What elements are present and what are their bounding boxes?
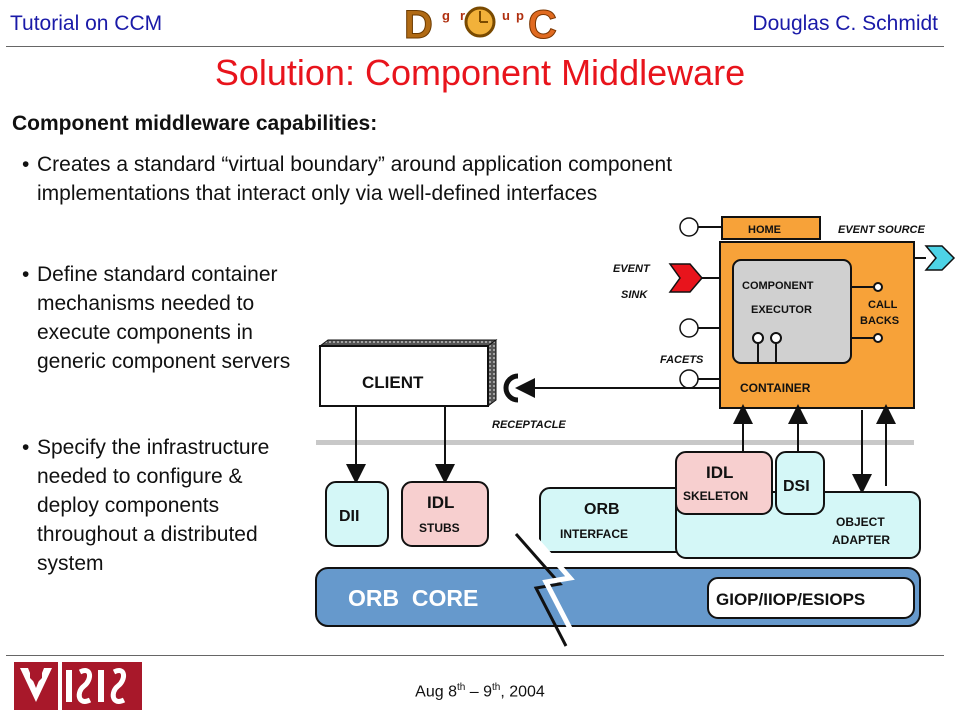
idl-stubs-box bbox=[401, 481, 489, 547]
object-adapter-label-1: OBJECT bbox=[836, 515, 885, 529]
footer-divider bbox=[6, 655, 944, 656]
callback-port-icon bbox=[873, 333, 883, 343]
orb-interface-label-1: ORB bbox=[584, 501, 620, 518]
logo-letter-p: p bbox=[516, 8, 524, 23]
logo-letter-c: C bbox=[528, 3, 557, 44]
orb-core-label: ORB CORE bbox=[348, 585, 478, 611]
bullet-text: Creates a standard “virtual boundary” ar… bbox=[37, 153, 673, 205]
receptacle-icon bbox=[503, 373, 519, 403]
slide-title: Solution: Component Middleware bbox=[214, 52, 746, 93]
home-interface-icon bbox=[679, 217, 699, 237]
receptacle-label: RECEPTACLE bbox=[492, 419, 566, 431]
logo-letter-g: g bbox=[442, 8, 450, 23]
slide-subtitle: Component middleware capabilities: bbox=[12, 112, 378, 135]
bullet-text: Define standard container mechanisms nee… bbox=[37, 263, 291, 373]
orb-separator-band bbox=[316, 440, 914, 445]
component-executor-label-2: EXECUTOR bbox=[751, 304, 812, 316]
header-left-text: Tutorial on CCM bbox=[10, 12, 163, 35]
dsi-label: DSI bbox=[783, 478, 810, 495]
home-label: HOME bbox=[748, 224, 781, 236]
idl-skeleton-box bbox=[675, 451, 773, 515]
component-executor-label-1: COMPONENT bbox=[742, 280, 814, 292]
event-sink-label-2: SINK bbox=[621, 289, 648, 301]
giop-box bbox=[707, 577, 915, 619]
bullet-dot-icon: • bbox=[22, 263, 30, 286]
logo-letter-d: D bbox=[404, 3, 433, 44]
orb-interface-label-2: INTERFACE bbox=[560, 527, 628, 541]
dsi-box bbox=[775, 451, 825, 515]
giop-label: GIOP/IIOP/ESIOPS bbox=[716, 590, 865, 609]
vanderbilt-logo bbox=[14, 662, 58, 710]
bullet-dot-icon: • bbox=[22, 153, 30, 176]
bullet-item: • Creates a standard “virtual boundary” … bbox=[22, 150, 682, 208]
bullet-item: • Define standard container mechanisms n… bbox=[22, 260, 322, 376]
facet-icon bbox=[679, 318, 699, 338]
dii-box bbox=[325, 481, 389, 547]
isis-logo bbox=[62, 662, 142, 710]
bullet-item: • Specify the infrastructure needed to c… bbox=[22, 433, 302, 578]
footer-date: Aug 8th – 9th, 2004 bbox=[0, 682, 960, 701]
callbacks-label-1: CALL bbox=[868, 299, 898, 311]
idl-stubs-label-2: STUBS bbox=[419, 521, 460, 535]
footer-date-suffix: th bbox=[492, 682, 501, 693]
event-sink-label-1: EVENT bbox=[613, 263, 651, 275]
event-source-icon bbox=[924, 245, 956, 271]
object-adapter-label-2: ADAPTER bbox=[832, 533, 890, 547]
doc-group-logo: D g r u p C bbox=[404, 3, 558, 45]
footer-date-part: Aug 8 bbox=[415, 683, 457, 701]
logo-letter-u: u bbox=[502, 8, 510, 23]
logo-letter-r: r bbox=[460, 8, 465, 23]
facets-label: FACETS bbox=[660, 354, 704, 366]
callbacks-label-2: BACKS bbox=[860, 315, 899, 327]
event-source-label: EVENT SOURCE bbox=[838, 224, 925, 236]
bullet-text: Specify the infrastructure needed to con… bbox=[37, 436, 270, 575]
idl-stubs-label-1: IDL bbox=[427, 493, 454, 512]
idl-skeleton-label-2: SKELETON bbox=[683, 489, 748, 503]
footer-date-part: , 2004 bbox=[500, 683, 545, 701]
executor-port-icon bbox=[770, 332, 782, 344]
footer-date-part: – 9 bbox=[465, 683, 492, 701]
facet-icon bbox=[679, 369, 699, 389]
footer-date-suffix: th bbox=[456, 682, 466, 693]
bullet-dot-icon: • bbox=[22, 436, 30, 459]
header-divider bbox=[6, 46, 944, 47]
event-sink-icon bbox=[668, 263, 703, 293]
header-right-text: Douglas C. Schmidt bbox=[752, 12, 938, 35]
client-label: CLIENT bbox=[362, 373, 424, 392]
client-box bbox=[319, 345, 489, 407]
container-label: CONTAINER bbox=[740, 381, 811, 395]
client-box-side bbox=[487, 339, 497, 407]
dii-label: DII bbox=[339, 508, 359, 525]
orb-interface-box bbox=[539, 487, 697, 553]
idl-skeleton-label-1: IDL bbox=[706, 463, 733, 482]
callback-port-icon bbox=[873, 282, 883, 292]
executor-port-icon bbox=[752, 332, 764, 344]
